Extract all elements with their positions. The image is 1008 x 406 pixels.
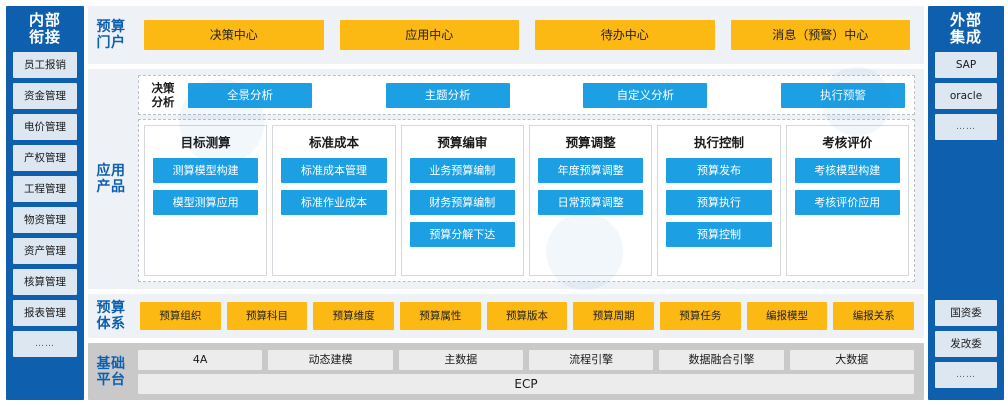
external-item-more-bottom[interactable]: ……	[935, 362, 997, 388]
product-item-model-calculation-application[interactable]: 模型测算应用	[153, 190, 259, 215]
left-sidebar-internal-integration: 内部 衔接 员工报销 资金管理 电价管理 产权管理 工程管理 物资管理 资产管理…	[6, 6, 84, 400]
external-item-oracle[interactable]: oracle	[935, 83, 997, 109]
sidebar-item-materials-management[interactable]: 物资管理	[13, 207, 77, 233]
decision-item-custom-analysis[interactable]: 自定义分析	[583, 82, 708, 108]
right-sidebar-external-integration: 外部 集成 SAP oracle …… 国资委 发改委 ……	[928, 6, 1004, 400]
external-item-ndrc[interactable]: 发改委	[935, 331, 997, 357]
product-item-budget-execution[interactable]: 预算执行	[666, 190, 772, 215]
product-item-assessment-evaluation-application[interactable]: 考核评价应用	[794, 190, 900, 215]
product-item-financial-budget-preparation[interactable]: 财务预算编制	[409, 190, 515, 215]
budget-portal-label: 预算 门户	[96, 19, 126, 51]
system-item-budget-task[interactable]: 预算任务	[660, 302, 741, 330]
right-sidebar-bottom-items: 国资委 发改委 ……	[935, 300, 997, 393]
product-item-budget-decomposition-issuance[interactable]: 预算分解下达	[409, 222, 515, 247]
product-item-assessment-model-building[interactable]: 考核模型构建	[794, 158, 900, 183]
sidebar-item-price-management[interactable]: 电价管理	[13, 114, 77, 140]
sidebar-item-report-management[interactable]: 报表管理	[13, 300, 77, 326]
platform-item-process-engine[interactable]: 流程引擎	[528, 349, 654, 370]
left-sidebar-items: 员工报销 资金管理 电价管理 产权管理 工程管理 物资管理 资产管理 核算管理 …	[13, 52, 77, 362]
external-item-more-top[interactable]: ……	[935, 114, 997, 140]
sidebar-item-property-rights-management[interactable]: 产权管理	[13, 145, 77, 171]
system-item-reporting-model[interactable]: 编报模型	[746, 302, 828, 330]
external-item-sap[interactable]: SAP	[935, 52, 997, 78]
portal-item-decision-center[interactable]: 决策中心	[144, 20, 324, 50]
decision-analysis-items: 全景分析 主题分析 自定义分析 执行预警	[188, 82, 909, 108]
portal-item-todo-center[interactable]: 待办中心	[535, 20, 715, 50]
product-column-assessment-evaluation: 考核评价 考核模型构建 考核评价应用	[785, 125, 909, 276]
right-sidebar-top-items: SAP oracle ……	[935, 52, 997, 145]
platform-item-master-data[interactable]: 主数据	[398, 349, 523, 370]
sidebar-item-project-management[interactable]: 工程管理	[13, 176, 77, 202]
left-sidebar-title: 内部 衔接	[28, 11, 61, 46]
portal-item-message-alert-center[interactable]: 消息（预警）中心	[730, 20, 910, 50]
sidebar-item-employee-reimbursement[interactable]: 员工报销	[13, 52, 77, 78]
product-column-budget-adjustment: 预算调整 年度预算调整 日常预算调整	[528, 125, 653, 276]
base-platform-label: 基础 平台	[96, 355, 126, 388]
product-item-calculation-model-building[interactable]: 测算模型构建	[153, 158, 259, 183]
application-products-band: 应用 产品 决策 分析 全景分析 主题分析 自定义分析 执行预警 目标测算	[88, 69, 924, 289]
product-column-title: 考核评价	[822, 135, 873, 150]
sidebar-item-accounting-management[interactable]: 核算管理	[13, 269, 77, 295]
budget-portal-items: 决策中心 应用中心 待办中心 消息（预警）中心	[134, 6, 924, 64]
product-column-standard-cost: 标准成本 标准成本管理 标准作业成本	[272, 125, 396, 276]
product-item-budget-control[interactable]: 预算控制	[666, 222, 772, 247]
base-platform-band: 基础 平台 4A 动态建模 主数据 流程引擎 数据融合引擎 大数据 ECP	[88, 343, 924, 400]
product-column-title: 执行控制	[693, 135, 744, 150]
decision-analysis-label: 决策 分析	[151, 81, 175, 109]
portal-item-application-center[interactable]: 应用中心	[339, 20, 519, 50]
product-column-title: 目标测算	[180, 135, 231, 150]
product-item-standard-activity-cost[interactable]: 标准作业成本	[281, 190, 387, 215]
product-item-annual-budget-adjustment[interactable]: 年度预算调整	[537, 158, 644, 183]
center-stack: 预算 门户 决策中心 应用中心 待办中心 消息（预警）中心 应用 产品 决策 分…	[88, 6, 924, 400]
system-item-budget-account[interactable]: 预算科目	[226, 302, 308, 330]
sidebar-item-asset-management[interactable]: 资产管理	[13, 238, 77, 264]
application-products-label: 应用 产品	[96, 163, 126, 195]
product-column-budget-preparation-review: 预算编审 业务预算编制 财务预算编制 预算分解下达	[400, 125, 524, 276]
system-item-budget-dimension[interactable]: 预算维度	[313, 302, 395, 330]
decision-item-execution-alert[interactable]: 执行预警	[780, 82, 905, 108]
platform-item-4a[interactable]: 4A	[138, 349, 263, 370]
budget-system-band: 预算 体系 预算组织 预算科目 预算维度 预算属性 预算版本 预算周期 预算任务…	[88, 294, 924, 338]
budget-system-label: 预算 体系	[96, 300, 126, 332]
decision-analysis-group: 决策 分析 全景分析 主题分析 自定义分析 执行预警	[138, 75, 915, 115]
platform-item-big-data[interactable]: 大数据	[789, 349, 914, 370]
system-item-budget-version[interactable]: 预算版本	[486, 302, 568, 330]
system-item-budget-cycle[interactable]: 预算周期	[573, 302, 655, 330]
product-columns-group: 目标测算 测算模型构建 模型测算应用 标准成本 标准成本管理 标准作业成本 预算…	[138, 119, 915, 282]
budget-system-items: 预算组织 预算科目 预算维度 预算属性 预算版本 预算周期 预算任务 编报模型 …	[134, 294, 924, 338]
product-item-business-budget-preparation[interactable]: 业务预算编制	[409, 158, 515, 183]
product-item-standard-cost-management[interactable]: 标准成本管理	[281, 158, 387, 183]
platform-item-data-fusion-engine[interactable]: 数据融合引擎	[659, 349, 784, 370]
product-column-target-calculation: 目标测算 测算模型构建 模型测算应用	[144, 125, 268, 276]
base-platform-items: 4A 动态建模 主数据 流程引擎 数据融合引擎 大数据	[138, 349, 914, 370]
platform-item-ecp[interactable]: ECP	[138, 373, 914, 394]
system-item-reporting-relationship[interactable]: 编报关系	[833, 302, 915, 330]
system-item-budget-attribute[interactable]: 预算属性	[400, 302, 481, 330]
external-item-sasac[interactable]: 国资委	[935, 300, 997, 326]
application-products-body: 决策 分析 全景分析 主题分析 自定义分析 执行预警 目标测算 测算模型构建 模…	[134, 69, 924, 289]
base-platform-body: 4A 动态建模 主数据 流程引擎 数据融合引擎 大数据 ECP	[134, 343, 924, 400]
right-sidebar-title: 外部 集成	[949, 11, 982, 46]
budget-portal-band: 预算 门户 决策中心 应用中心 待办中心 消息（预警）中心	[88, 6, 924, 64]
system-item-budget-organization[interactable]: 预算组织	[140, 302, 221, 330]
product-column-title: 标准成本	[308, 135, 359, 150]
product-item-budget-release[interactable]: 预算发布	[666, 158, 772, 183]
product-item-daily-budget-adjustment[interactable]: 日常预算调整	[537, 190, 644, 215]
sidebar-item-more[interactable]: ……	[13, 331, 77, 357]
decision-item-thematic-analysis[interactable]: 主题分析	[385, 82, 510, 108]
platform-item-dynamic-modeling[interactable]: 动态建模	[268, 349, 393, 370]
product-column-execution-control: 执行控制 预算发布 预算执行 预算控制	[657, 125, 781, 276]
sidebar-item-fund-management[interactable]: 资金管理	[13, 83, 77, 109]
product-column-title: 预算编审	[437, 135, 488, 150]
product-column-title: 预算调整	[565, 135, 616, 150]
decision-item-panoramic-analysis[interactable]: 全景分析	[188, 82, 312, 108]
